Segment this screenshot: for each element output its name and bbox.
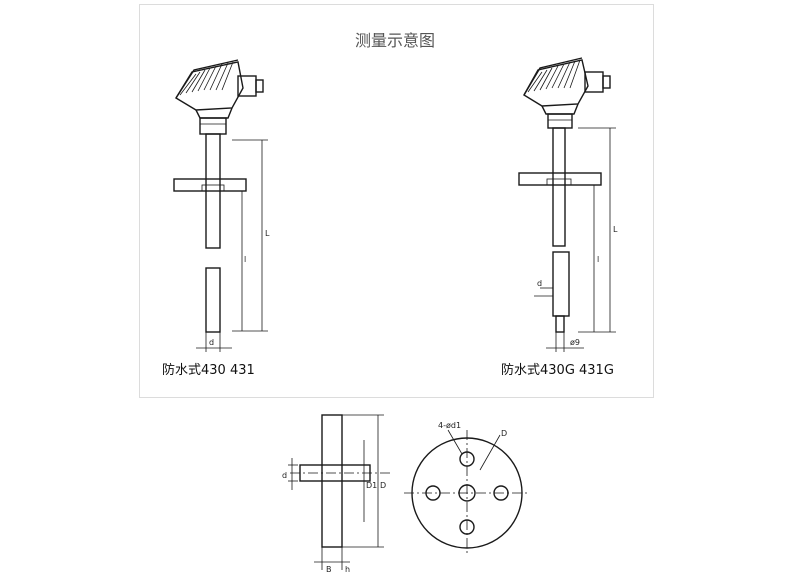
terminal-head-icon-left [175,59,264,135]
dim-label-D-front: D [501,429,507,438]
caption-model-430g-431g: 防水式430G 431G [501,363,614,378]
flange-side-view: d D1 D B h [282,414,392,574]
dim-label-l-left: l [244,255,246,264]
dim-label-d-right: d [537,279,542,288]
dim-label-L-right: L [613,225,618,234]
dim-label-L-left: L [265,229,270,238]
page-title: 测量示意图 [354,31,435,50]
terminal-head-icon-right [523,57,611,129]
dim-label-D1: D1 [366,481,377,490]
dim-label-d-left: d [209,338,214,347]
thermocouple-right: L l d ø9 [518,57,618,352]
dim-label-phi9: ø9 [570,338,580,347]
diagram-frame [139,4,654,398]
dim-label-B: B [326,565,332,574]
dim-label-h: h [345,565,350,574]
dim-label-holes: 4-ød1 [438,421,461,430]
thermocouple-left: L l d [173,59,270,352]
dim-label-l-right: l [597,255,599,264]
dim-label-D: D [380,481,386,490]
caption-model-430-431: 防水式430 431 [162,363,255,378]
dim-label-d-flange: d [282,471,287,480]
flange-icon: 4-ød1 D [404,421,530,556]
